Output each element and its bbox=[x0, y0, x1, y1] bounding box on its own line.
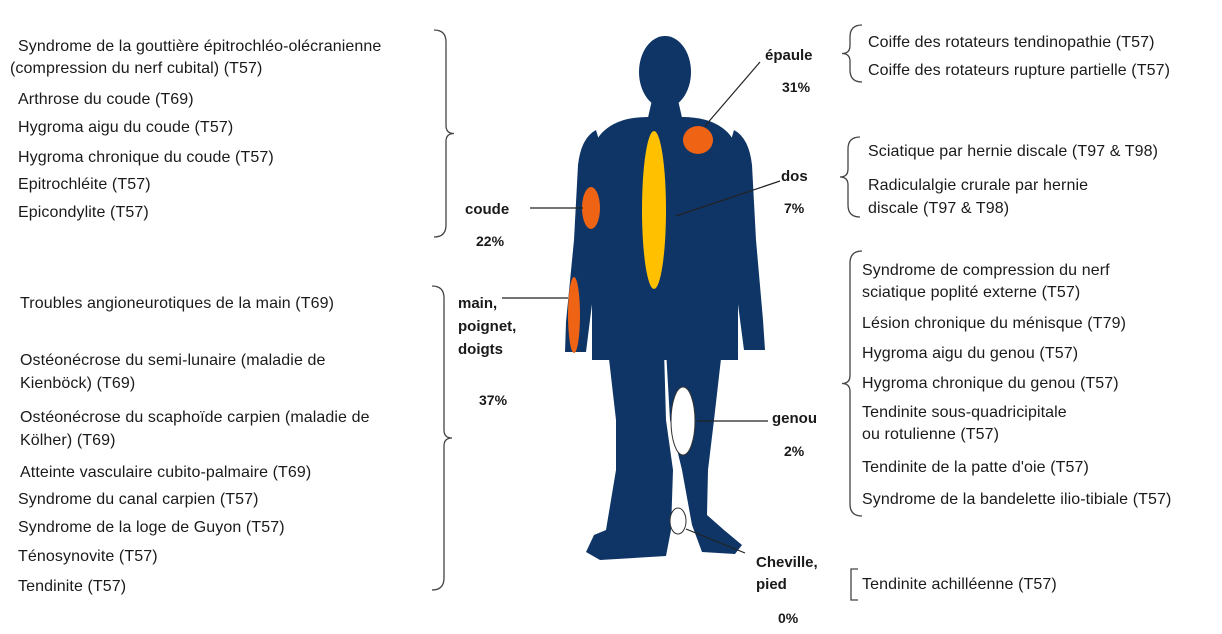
dos-percent: 7% bbox=[784, 199, 804, 217]
cheville-item: Tendinite achilléenne (T57) bbox=[862, 575, 1057, 595]
main-item: Kienböck) (T69) bbox=[20, 374, 135, 394]
genou-item: Hygroma chronique du genou (T57) bbox=[862, 374, 1119, 394]
main-item: Ténosynovite (T57) bbox=[18, 547, 158, 567]
cheville-label-line-2: pied bbox=[756, 575, 787, 595]
genou-item: Hygroma aigu du genou (T57) bbox=[862, 344, 1078, 364]
epaule-marker bbox=[683, 126, 713, 154]
coude-percent: 22% bbox=[476, 232, 504, 250]
dos-brace bbox=[840, 137, 860, 217]
cheville-percent: 0% bbox=[778, 609, 798, 627]
epaule-label: épaule bbox=[765, 46, 813, 66]
main-percent: 37% bbox=[479, 391, 507, 409]
cheville-label-line-1: Cheville, bbox=[756, 553, 818, 573]
genou-item: Syndrome de compression du nerf bbox=[862, 261, 1110, 281]
dos-marker bbox=[642, 131, 666, 289]
epaule-item: Coiffe des rotateurs rupture partielle (… bbox=[868, 61, 1170, 81]
coude-item: Hygroma chronique du coude (T57) bbox=[18, 148, 274, 168]
epaule-brace bbox=[842, 25, 862, 82]
main-item: Kölher) (T69) bbox=[20, 431, 116, 451]
dos-item: Sciatique par hernie discale (T97 & T98) bbox=[868, 142, 1158, 162]
coude-item: Epicondylite (T57) bbox=[18, 203, 149, 223]
main-item: Troubles angioneurotiques de la main (T6… bbox=[20, 294, 334, 314]
genou-label: genou bbox=[772, 409, 817, 429]
main-label-line-3: doigts bbox=[458, 340, 503, 360]
main-item: Ostéonécrose du semi-lunaire (maladie de bbox=[20, 351, 325, 371]
coude-marker bbox=[582, 187, 600, 229]
main-item: Syndrome de la loge de Guyon (T57) bbox=[18, 518, 285, 538]
main-brace bbox=[432, 286, 452, 590]
main-label-line-1: main, bbox=[458, 294, 497, 314]
epaule-percent: 31% bbox=[782, 78, 810, 96]
genou-item: Tendinite sous-quadricipitale bbox=[862, 403, 1067, 423]
main-item: Ostéonécrose du scaphoïde carpien (malad… bbox=[20, 408, 370, 428]
cheville-brace bbox=[851, 569, 858, 600]
dos-item: Radiculalgie crurale par hernie bbox=[868, 176, 1088, 196]
genou-percent: 2% bbox=[784, 442, 804, 460]
coude-item: Hygroma aigu du coude (T57) bbox=[18, 118, 233, 138]
genou-item: ou rotulienne (T57) bbox=[862, 425, 999, 445]
genou-marker bbox=[671, 387, 695, 455]
coude-item: Arthrose du coude (T69) bbox=[18, 90, 194, 110]
cheville-marker bbox=[670, 508, 686, 534]
genou-brace bbox=[842, 251, 862, 516]
genou-item: Lésion chronique du ménisque (T79) bbox=[862, 314, 1126, 334]
genou-item: sciatique poplité externe (T57) bbox=[862, 283, 1080, 303]
epaule-item: Coiffe des rotateurs tendinopathie (T57) bbox=[868, 33, 1155, 53]
coude-item: (compression du nerf cubital) (T57) bbox=[10, 59, 262, 79]
coude-label: coude bbox=[465, 200, 509, 220]
main-item: Syndrome du canal carpien (T57) bbox=[18, 490, 259, 510]
dos-item: discale (T97 & T98) bbox=[868, 199, 1009, 219]
coude-brace bbox=[434, 30, 454, 237]
dos-label: dos bbox=[781, 167, 808, 187]
genou-item: Tendinite de la patte d'oie (T57) bbox=[862, 458, 1089, 478]
human-body-silhouette bbox=[565, 36, 765, 560]
coude-item: Epitrochléite (T57) bbox=[18, 175, 151, 195]
main-item: Tendinite (T57) bbox=[18, 577, 126, 597]
genou-item: Syndrome de la bandelette ilio-tibiale (… bbox=[862, 490, 1171, 510]
coude-item: Syndrome de la gouttière épitrochléo-olé… bbox=[18, 37, 381, 57]
main-marker bbox=[568, 277, 580, 353]
main-item: Atteinte vasculaire cubito-palmaire (T69… bbox=[20, 463, 311, 483]
epaule-leader bbox=[705, 62, 760, 126]
main-label-line-2: poignet, bbox=[458, 317, 516, 337]
